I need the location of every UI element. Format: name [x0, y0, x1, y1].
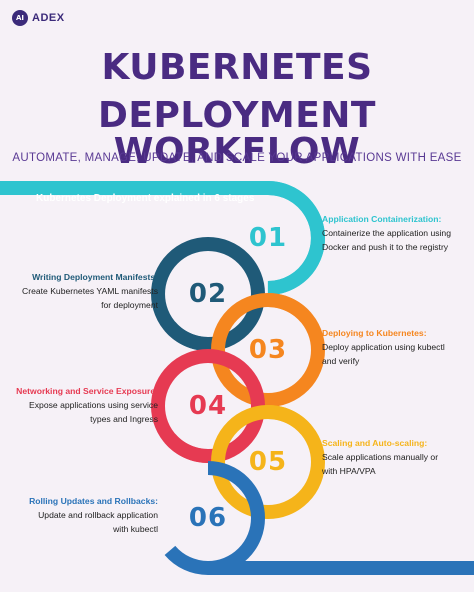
stage-5-line-1: Scale applications manually or	[322, 452, 439, 462]
stage-3-line-1: Deploy application using kubectl	[322, 342, 445, 352]
stage-4-number: 04	[188, 391, 228, 421]
title-line-2: DEPLOYMENT WORKFLOW	[97, 95, 376, 172]
stage-1-description: Application Containerization: Containeri…	[322, 212, 472, 254]
stage-3-description: Deploying to Kubernetes: Deploy applicat…	[322, 326, 472, 368]
stage-6-description: Rolling Updates and Rollbacks: Update an…	[8, 494, 158, 536]
stage-2-line-1: Create Kubernetes YAML manifests	[22, 286, 158, 296]
stage-3-line-2: and verify	[322, 356, 360, 366]
stage-6-number: 06	[188, 503, 228, 533]
stage-6-title: Rolling Updates and Rollbacks:	[29, 496, 158, 506]
stage-4-description: Networking and Service Exposure: Expose …	[8, 384, 158, 426]
subtitle: AUTOMATE, MANAGE, UPDATE, AND SCALE YOUR…	[12, 152, 462, 164]
stage-5-number: 05	[248, 447, 288, 477]
stage-1-title: Application Containerization:	[322, 214, 442, 224]
stage-5-description: Scaling and Auto-scaling: Scale applicat…	[322, 436, 472, 478]
logo-text: ADEX	[32, 12, 65, 24]
stage-1-ring	[211, 181, 325, 295]
stage-3-number: 03	[248, 335, 288, 365]
stage-5-line-2: with HPA/VPA	[322, 466, 376, 476]
stage-2-number: 02	[188, 279, 228, 309]
stage-1-line-2: Docker and push it to the registry	[322, 242, 449, 252]
logo-mark-icon: AI	[12, 10, 28, 26]
stage-4-line-2: types and Ingress	[90, 414, 158, 424]
stage-4-title: Networking and Service Exposure:	[16, 386, 158, 396]
brand-logo: AI ADEX	[12, 10, 65, 26]
stage-2-description: Writing Deployment Manifests: Create Kub…	[8, 270, 158, 312]
stage-1-number: 01	[248, 223, 288, 253]
stage-4-line-1: Expose applications using service	[29, 400, 158, 410]
stage-5-title: Scaling and Auto-scaling:	[322, 438, 428, 448]
stage-6-line-2: with kubectl	[113, 524, 158, 534]
stage-2-title: Writing Deployment Manifests:	[32, 272, 158, 282]
stage-3-title: Deploying to Kubernetes:	[322, 328, 427, 338]
stage-6-line-1: Update and rollback application	[38, 510, 158, 520]
stage-1-line-1: Containerize the application using	[322, 228, 451, 238]
stage-2-line-2: for deployment	[101, 300, 158, 310]
title-line-1: KUBERNETES	[101, 47, 373, 88]
stages-banner-label: Kubernetes Deployment explained in 6 sta…	[36, 193, 255, 204]
